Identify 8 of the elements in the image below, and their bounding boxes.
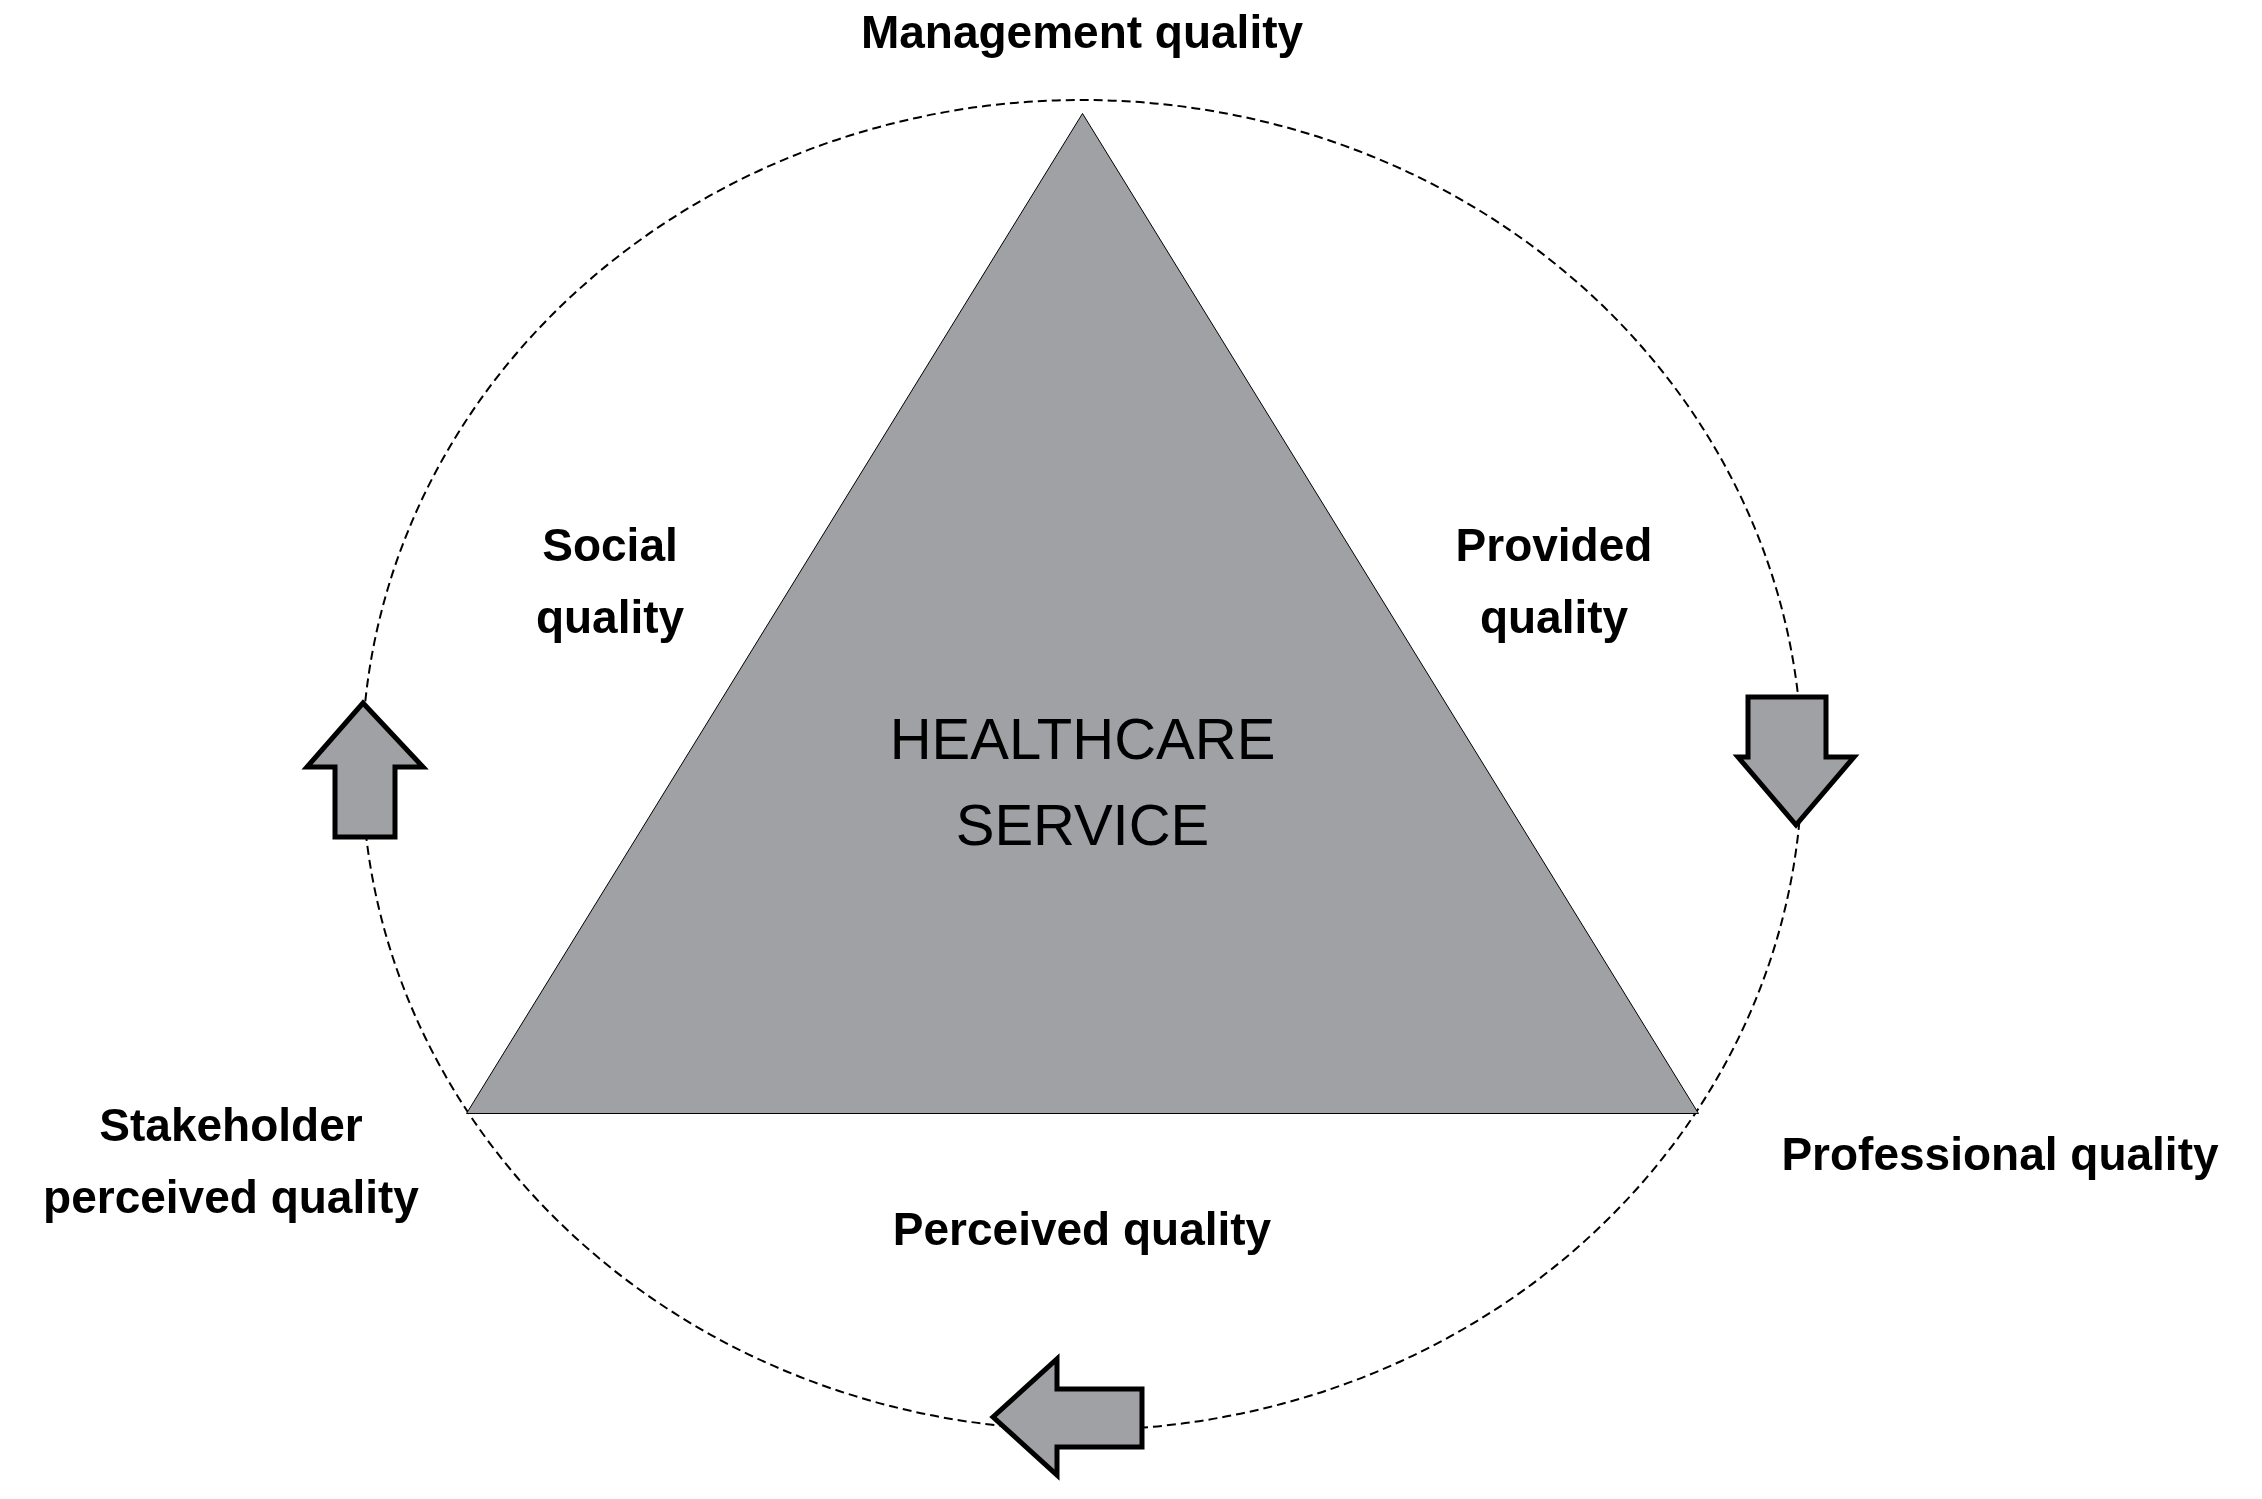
side-label: Social quality — [534, 518, 686, 645]
side-label: Provided quality — [1454, 518, 1654, 645]
corner-label: Stakeholder perceived quality — [42, 1098, 420, 1225]
corner-label: Management quality — [859, 5, 1305, 60]
triangle-shape — [466, 113, 1699, 1114]
node-label: HEALTHCARE SERVICE — [888, 705, 1277, 859]
corner-label: Professional quality — [1780, 1127, 2220, 1182]
side-label: Perceived quality — [891, 1202, 1273, 1257]
